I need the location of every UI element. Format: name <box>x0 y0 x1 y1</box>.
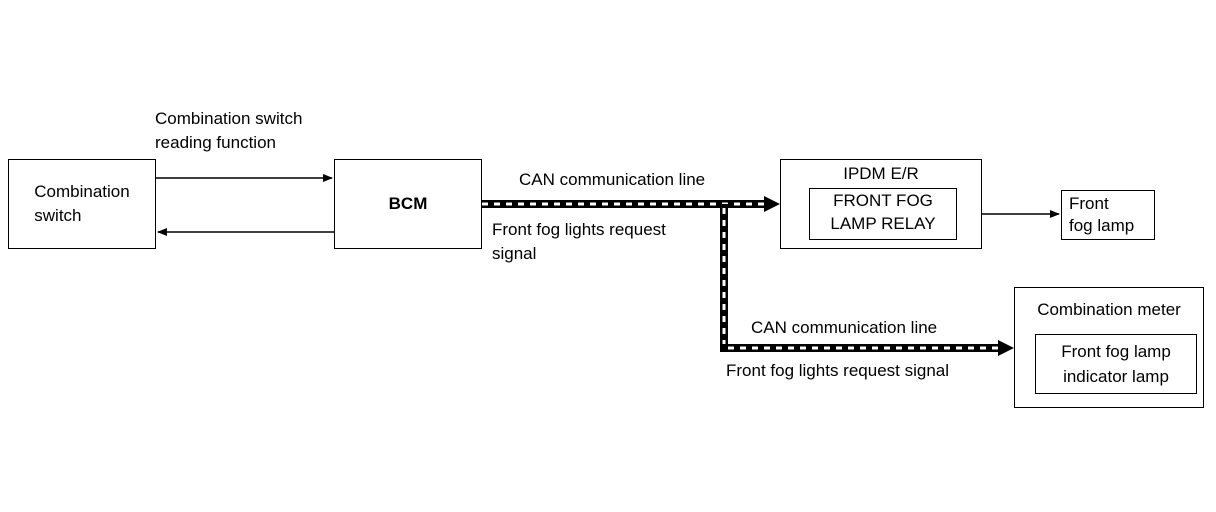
switch-reading-label: Combination switch reading function <box>155 107 302 155</box>
switch-reading-line2: reading function <box>155 133 276 152</box>
ipdm-title: IPDM E/R <box>843 164 919 183</box>
relay-label-line1: FRONT FOG <box>833 191 933 210</box>
relay-label-line2: LAMP RELAY <box>830 214 936 233</box>
request-upper-line1: Front fog lights request <box>492 220 666 239</box>
can-line-lower-label: CAN communication line <box>751 318 938 337</box>
indicator-label-line1: Front fog lamp <box>1061 342 1171 361</box>
bcm-label: BCM <box>388 194 428 213</box>
indicator-label-line2: indicator lamp <box>1063 367 1169 386</box>
request-upper-label: Front fog lights request signal <box>492 218 666 266</box>
combination-meter-box: Combination meter Front fog lamp indicat… <box>1014 287 1204 408</box>
can-line-lower <box>720 340 1014 356</box>
combination-switch-label-line2: switch <box>34 206 82 225</box>
can-line-upper-label: CAN communication line <box>519 170 706 189</box>
request-lower-label: Front fog lights request signal <box>726 361 950 380</box>
ipdm-box: IPDM E/R FRONT FOG LAMP RELAY <box>780 159 982 249</box>
bcm-box: BCM <box>334 159 482 249</box>
front-fog-lamp-box: Front fog lamp <box>1061 190 1155 240</box>
front-fog-lamp-indicator-box: Front fog lamp indicator lamp <box>1035 334 1197 394</box>
front-fog-lamp-relay-box: FRONT FOG LAMP RELAY <box>809 188 957 240</box>
request-upper-line2: signal <box>492 244 537 263</box>
combination-switch-box: Combination switch <box>8 159 156 249</box>
switch-reading-line1: Combination switch <box>155 109 303 128</box>
front-fog-lamp-line1: Front <box>1069 194 1109 213</box>
combination-meter-title: Combination meter <box>1037 300 1181 319</box>
can-line-upper <box>482 196 780 212</box>
combination-switch-label-line1: Combination <box>34 182 130 201</box>
front-fog-lamp-line2: fog lamp <box>1069 216 1135 235</box>
